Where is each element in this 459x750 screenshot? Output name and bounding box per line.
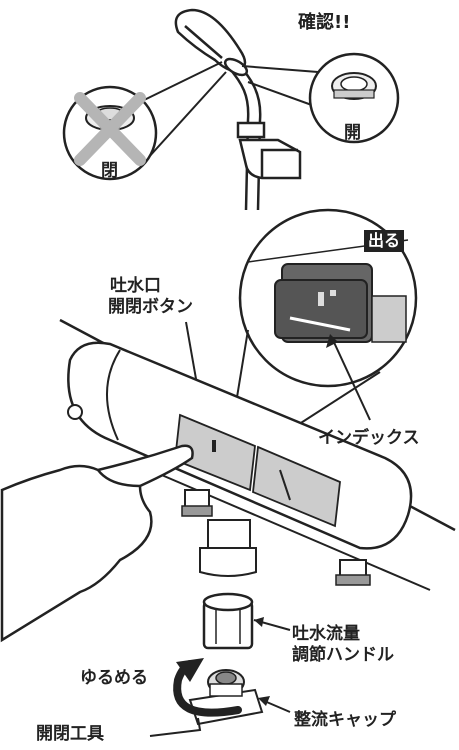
rotate-arrow-icon [173,658,242,717]
zoom-index-circle [238,208,418,388]
shower-head-icon [174,8,249,77]
closed-valve-icon [62,85,158,181]
strainer-cap-label: 整流キャップ [294,710,396,730]
outlet-button-label-line2: 開閉ボタン [108,297,193,317]
shower-assembly [174,8,302,211]
loosen-label: ゆるめる [80,668,148,688]
flow-handle-label-line2: 調節ハンドル [292,645,394,665]
outlet-button-label: 吐水口 開閉ボタン [108,276,193,318]
flow-handle-icon [202,592,254,650]
flow-handle-label-line1: 吐水流量 [292,624,360,644]
tool-label: 開閉工具 [36,724,104,744]
open-label: 開 [344,123,361,143]
hand-icon [0,444,194,643]
out-badge: 出る [364,230,405,252]
index-label: インデックス [318,428,420,448]
open-valve-icon [308,52,400,144]
faucet-body [59,318,456,591]
confirm-label: 確認!! [298,12,351,33]
closed-label: 閉 [101,161,118,181]
outlet-button-label-line1: 吐水口 [110,276,161,296]
flow-handle-label: 吐水流量 調節ハンドル [292,624,394,666]
